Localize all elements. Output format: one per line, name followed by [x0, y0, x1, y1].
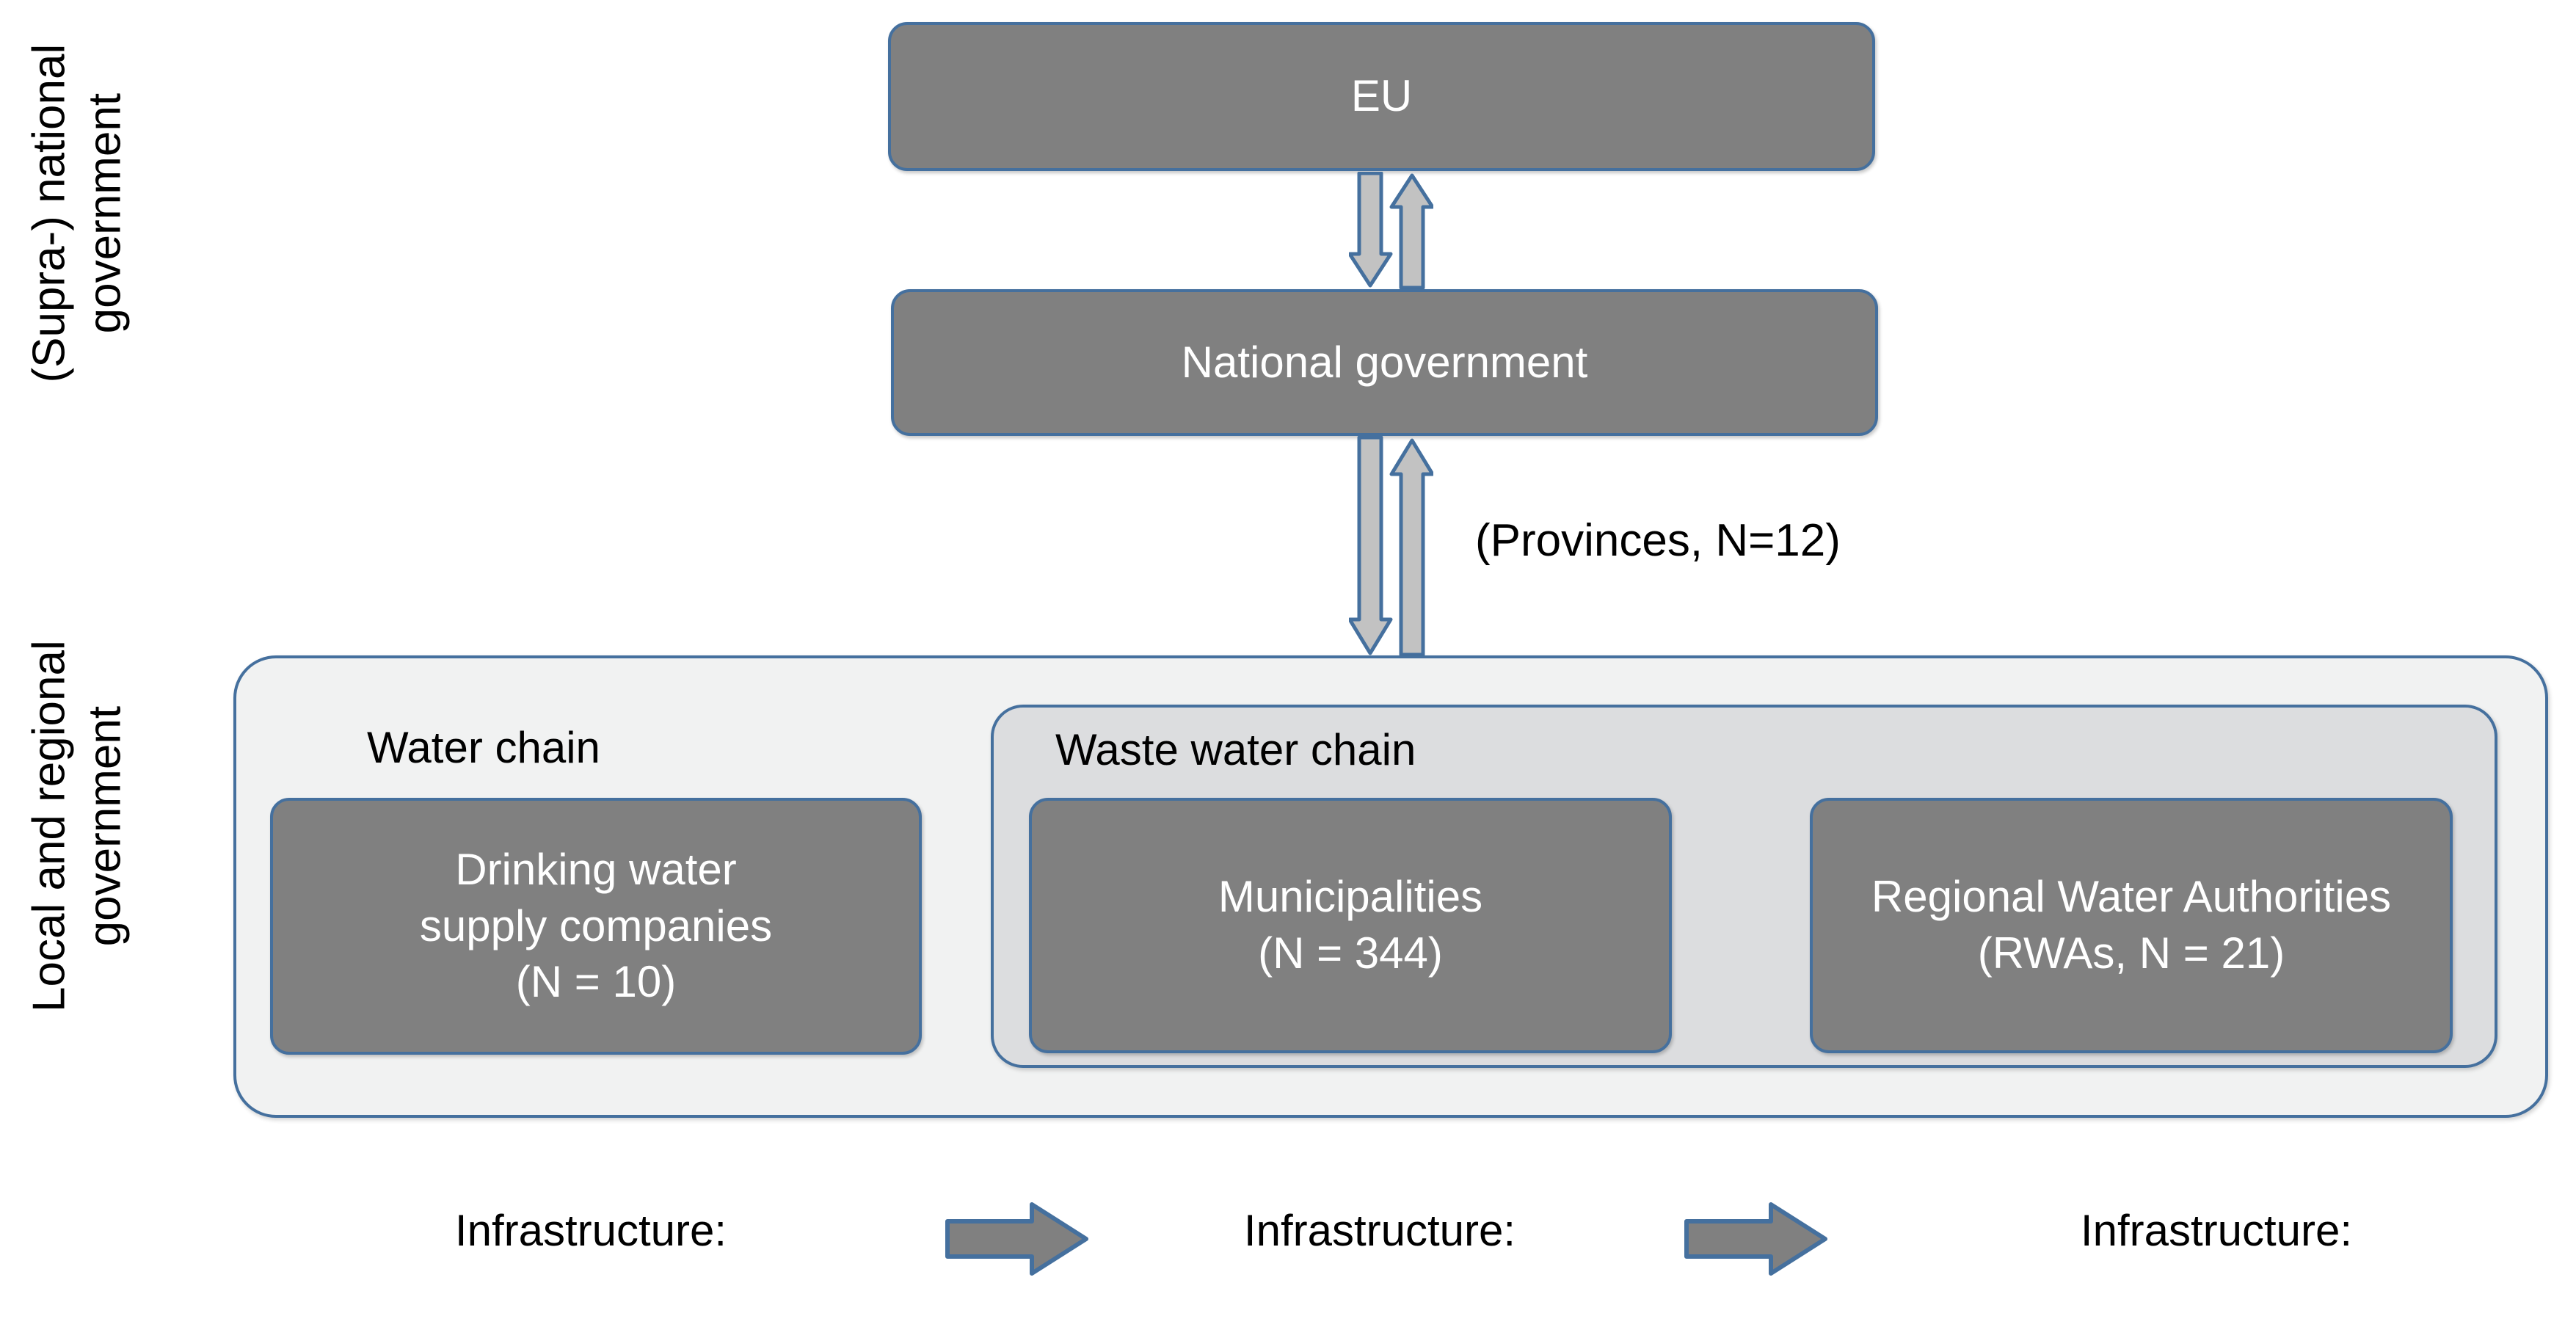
- node-rwa-line1: Regional Water Authorities: [1871, 872, 2392, 922]
- down-arrow-icon: [1347, 171, 1393, 288]
- node-eu[interactable]: EU: [888, 22, 1875, 171]
- arrow-pair-national-local: [1347, 435, 1435, 657]
- caption-drinking-water-infrastructure: Infrastructure: Drinking water productio…: [220, 1145, 961, 1327]
- node-drinking-water-text: Drinking water supply companies (N = 10): [410, 842, 782, 1011]
- axis-label-supra-national-line1: (Supra-) national: [23, 43, 75, 383]
- caption-sewer-infrastructure: Infrastructure: Sewer system: [1094, 1145, 1666, 1327]
- node-rwa-line2: (RWAs, N = 21): [1977, 928, 2285, 978]
- axis-label-local-regional-line2: government: [79, 705, 130, 947]
- node-drinking-water-line2: supply companies: [419, 901, 773, 950]
- node-eu-label: EU: [1350, 71, 1413, 121]
- arrow-water-to-sewer-svg: [945, 1202, 1088, 1276]
- axis-label-supra-national-line2: government: [79, 92, 130, 334]
- label-waste-water-chain: Waste water chain: [1055, 725, 1416, 774]
- arrow-pair-eu-national-svg: [1347, 171, 1435, 290]
- node-regional-water-authorities[interactable]: Regional Water Authorities (RWAs, N = 21…: [1810, 798, 2453, 1053]
- caption-sewer-line2: Sewer system: [1094, 1317, 1666, 1327]
- node-national-government[interactable]: National government: [891, 289, 1878, 436]
- caption-sewer-line1: Infrastructure:: [1243, 1206, 1516, 1255]
- node-drinking-water-supply-companies[interactable]: Drinking water supply companies (N = 10): [270, 798, 922, 1055]
- axis-label-local-regional: Local and regional government: [21, 639, 132, 1014]
- arrow-sewer-to-wwtp: [1684, 1202, 1827, 1276]
- node-municipalities[interactable]: Municipalities (N = 344): [1029, 798, 1672, 1053]
- label-water-chain: Water chain: [367, 723, 600, 772]
- up-arrow-icon: [1389, 173, 1435, 290]
- node-municipalities-line2: (N = 344): [1258, 928, 1443, 978]
- caption-wwtp-line1: Infrastructure:: [2080, 1206, 2353, 1255]
- up-arrow-icon: [1389, 438, 1435, 657]
- axis-label-supra-national: (Supra-) national government: [21, 41, 132, 386]
- arrow-sewer-to-wwtp-svg: [1684, 1202, 1827, 1276]
- annotation-provinces: (Provinces, N=12): [1475, 515, 1841, 566]
- node-drinking-water-line1: Drinking water: [455, 844, 737, 894]
- node-rwa-text: Regional Water Authorities (RWAs, N = 21…: [1861, 869, 2401, 982]
- axis-label-local-regional-line1: Local and regional: [23, 640, 75, 1012]
- node-drinking-water-line3: (N = 10): [515, 957, 677, 1007]
- down-arrow-icon: [1347, 435, 1393, 655]
- node-national-government-label: National government: [1181, 337, 1588, 387]
- caption-drinking-water-line1: Infrastructure:: [454, 1206, 727, 1255]
- arrow-pair-eu-national: [1347, 171, 1435, 290]
- arrow-water-to-sewer: [945, 1202, 1088, 1276]
- node-municipalities-line1: Municipalities: [1218, 872, 1483, 922]
- node-municipalities-text: Municipalities (N = 344): [1208, 869, 1493, 982]
- arrow-pair-national-local-svg: [1347, 435, 1435, 657]
- caption-drinking-water-line2: Drinking water production,: [220, 1317, 961, 1327]
- right-arrow-icon: [1684, 1202, 1827, 1276]
- right-arrow-icon: [945, 1202, 1088, 1276]
